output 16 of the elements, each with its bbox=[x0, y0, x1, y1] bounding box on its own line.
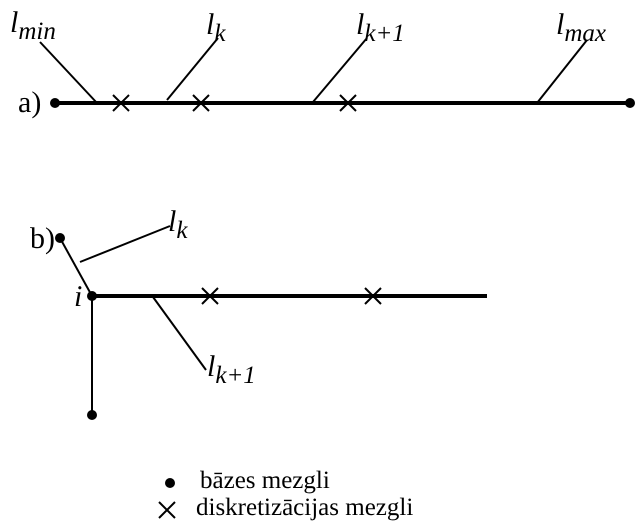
leader-line bbox=[39, 41, 98, 104]
length-label: l$_{min}$ bbox=[10, 6, 56, 49]
length-label: l$_{k+1}$ bbox=[356, 8, 405, 51]
leader-line bbox=[80, 225, 170, 263]
legend-text: bāzes mezgli bbox=[200, 467, 330, 495]
length-label: l$_{k+1}$ bbox=[207, 350, 256, 393]
leader-line bbox=[312, 37, 368, 103]
length-label: l$_{max}$ bbox=[556, 8, 606, 51]
legend-text: diskretizācijas mezgli bbox=[196, 494, 414, 522]
leader-line bbox=[152, 296, 207, 371]
item-label: b) bbox=[30, 222, 55, 256]
item-label: a) bbox=[18, 86, 42, 120]
leader-line bbox=[166, 37, 219, 101]
node-label: i bbox=[74, 280, 82, 314]
leader-line bbox=[536, 39, 588, 104]
length-label: l$_{k}$ bbox=[168, 205, 188, 248]
